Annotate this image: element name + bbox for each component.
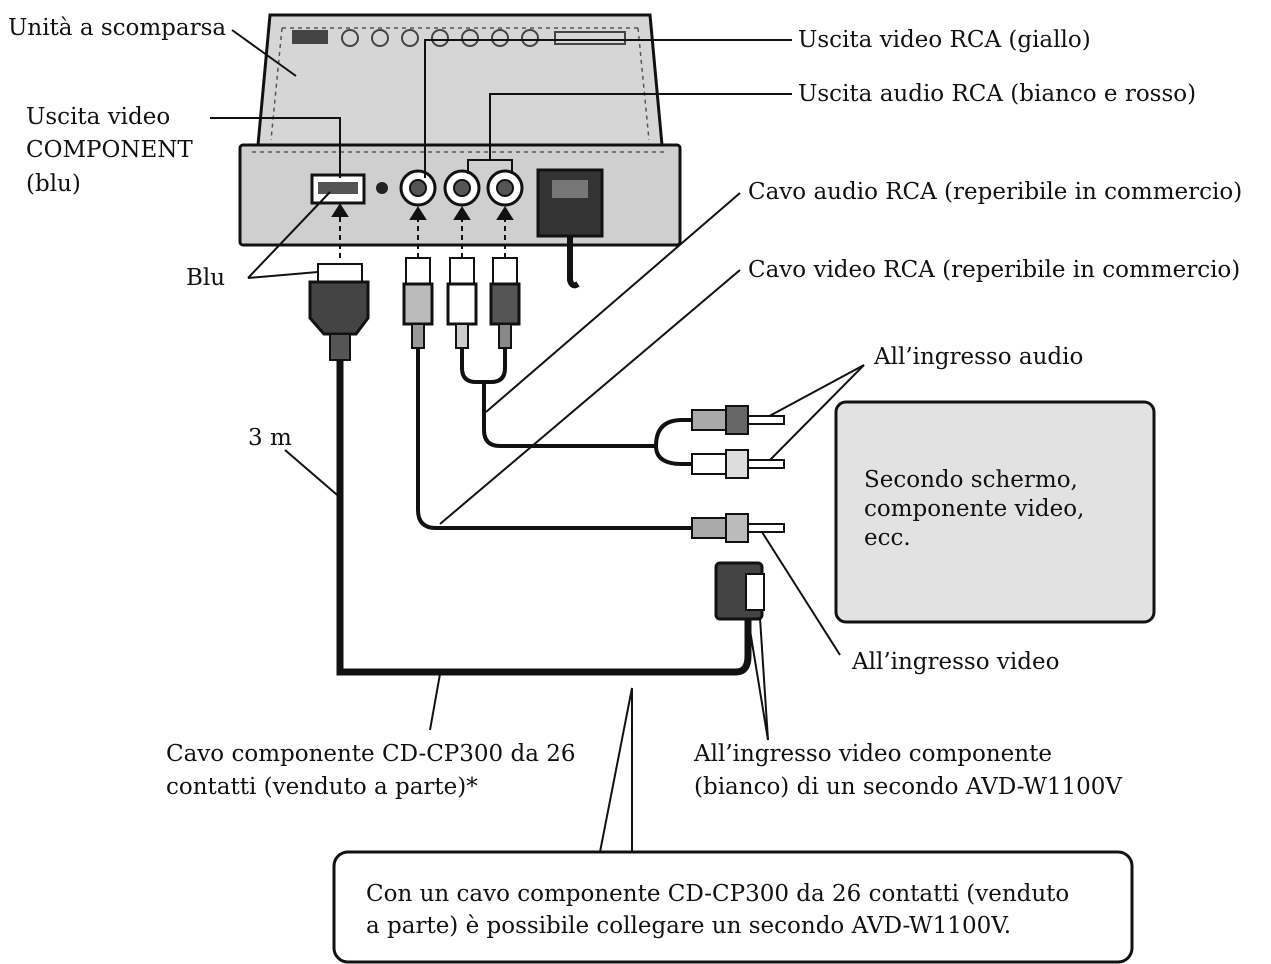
label-component-out-2: COMPONENT bbox=[26, 137, 193, 163]
note-box bbox=[332, 850, 1134, 964]
label-component-out-3: (blu) bbox=[26, 171, 81, 197]
label-component-in-2: (bianco) di un secondo AVD-W1100V bbox=[694, 774, 1122, 800]
hidden-unit bbox=[238, 13, 682, 289]
second-display-box bbox=[834, 400, 1156, 624]
label-component-out-1: Uscita video bbox=[26, 104, 171, 130]
leader-lines bbox=[210, 29, 865, 853]
label-to-audio-in: All’ingresso audio bbox=[874, 344, 1084, 370]
component-cable bbox=[308, 263, 765, 676]
label-component-cable-2: contatti (venduto a parte)* bbox=[166, 774, 478, 800]
label-rca-video-cable: Cavo video RCA (reperibile in commercio) bbox=[748, 257, 1241, 283]
label-rca-video-out: Uscita video RCA (giallo) bbox=[798, 27, 1091, 53]
note-line-2: a parte) è possibile collegare un second… bbox=[366, 913, 1012, 939]
label-component-in-1: All’ingresso video componente bbox=[694, 741, 1052, 767]
second-display-text: Secondo schermo, componente video, ecc. bbox=[864, 467, 1085, 551]
label-hidden-unit: Unità a scomparsa bbox=[8, 15, 227, 41]
rca-cables bbox=[402, 257, 785, 543]
connection-arrows bbox=[331, 203, 514, 258]
label-length: 3 m bbox=[248, 425, 292, 451]
label-component-cable-1: Cavo componente CD-CP300 da 26 bbox=[166, 741, 576, 767]
label-blue: Blu bbox=[186, 265, 226, 291]
label-rca-audio-out: Uscita audio RCA (bianco e rosso) bbox=[798, 81, 1197, 107]
label-to-video-in: All’ingresso video bbox=[852, 649, 1060, 675]
note-line-1: Con un cavo componente CD-CP300 da 26 co… bbox=[366, 881, 1070, 907]
label-rca-audio-cable: Cavo audio RCA (reperibile in commercio) bbox=[748, 179, 1243, 205]
